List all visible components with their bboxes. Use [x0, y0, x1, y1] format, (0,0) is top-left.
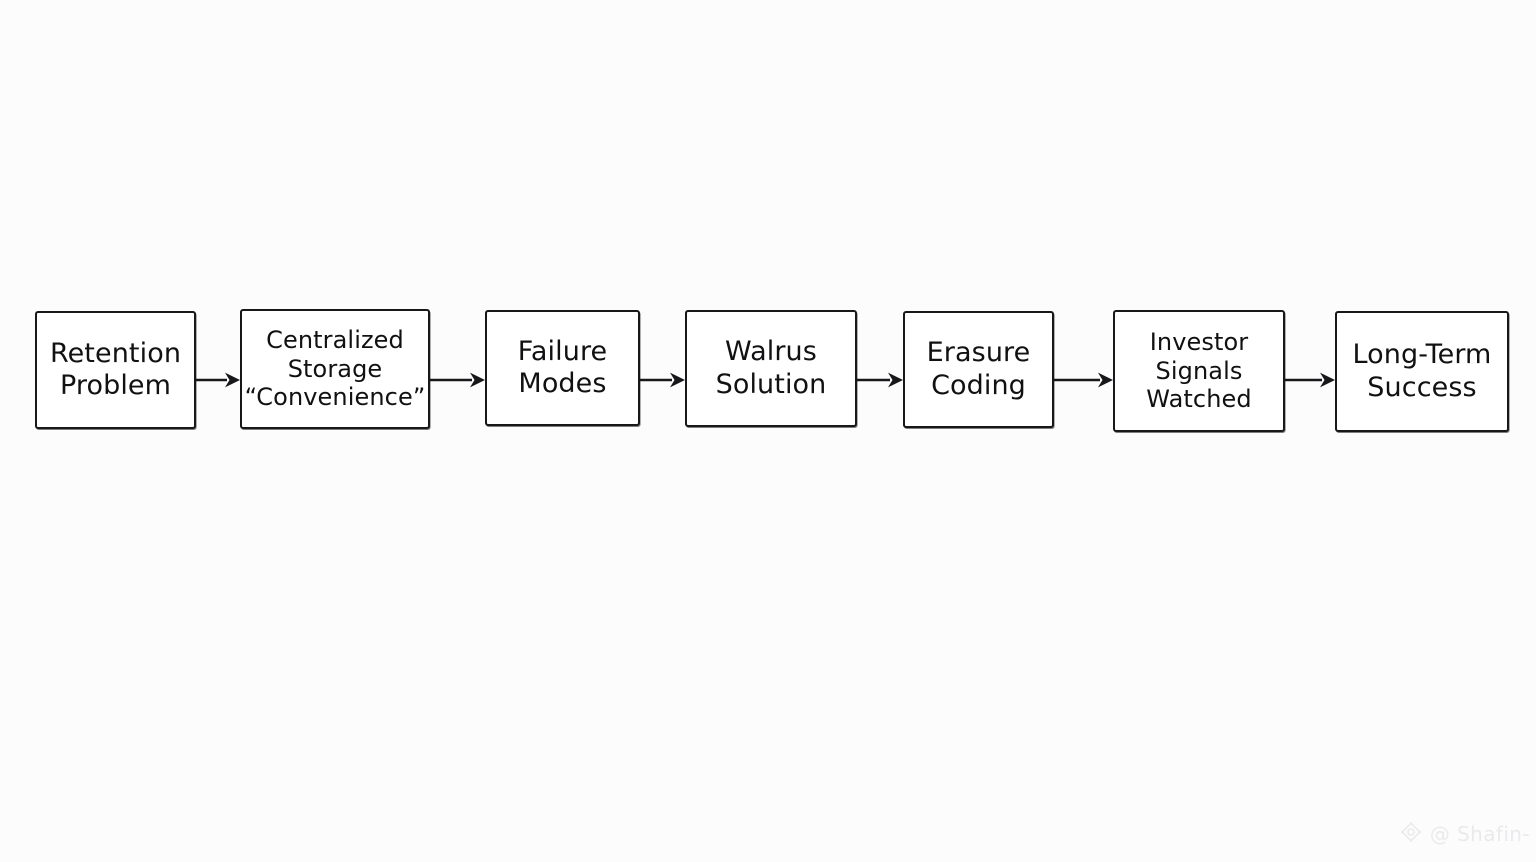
flow-node-label: Retention Problem: [49, 337, 182, 401]
flow-arrow-icon: [196, 368, 240, 392]
flow-node-erasure-coding[interactable]: Erasure Coding: [903, 311, 1054, 428]
flow-node-centralized-storage-convenience[interactable]: Centralized Storage “Convenience”: [240, 309, 430, 429]
watermark: @ Shafin-: [1399, 820, 1530, 848]
flow-node-label: Failure Modes: [517, 335, 608, 399]
watermark-handle: @ Shafin-: [1429, 822, 1530, 846]
flow-node-label: Erasure Coding: [926, 337, 1031, 401]
flow-node-label: Long-Term Success: [1352, 339, 1492, 403]
flow-node-label: Centralized Storage “Convenience”: [244, 325, 426, 412]
flow-arrow-icon: [857, 368, 903, 392]
diamond-logo-icon: [1399, 820, 1423, 848]
flow-node-retention-problem[interactable]: Retention Problem: [35, 311, 196, 429]
flow-node-walrus-solution[interactable]: Walrus Solution: [685, 310, 857, 427]
flow-node-long-term-success[interactable]: Long-Term Success: [1335, 311, 1509, 432]
flow-node-label: Walrus Solution: [715, 336, 827, 400]
flow-arrow-icon: [1285, 368, 1335, 392]
flow-node-investor-signals-watched[interactable]: Investor Signals Watched: [1113, 310, 1285, 432]
flow-arrow-icon: [640, 368, 685, 392]
flow-node-label: Investor Signals Watched: [1146, 327, 1252, 414]
flow-arrow-icon: [430, 368, 485, 392]
flow-arrow-icon: [1054, 368, 1113, 392]
flow-node-failure-modes[interactable]: Failure Modes: [485, 310, 640, 426]
